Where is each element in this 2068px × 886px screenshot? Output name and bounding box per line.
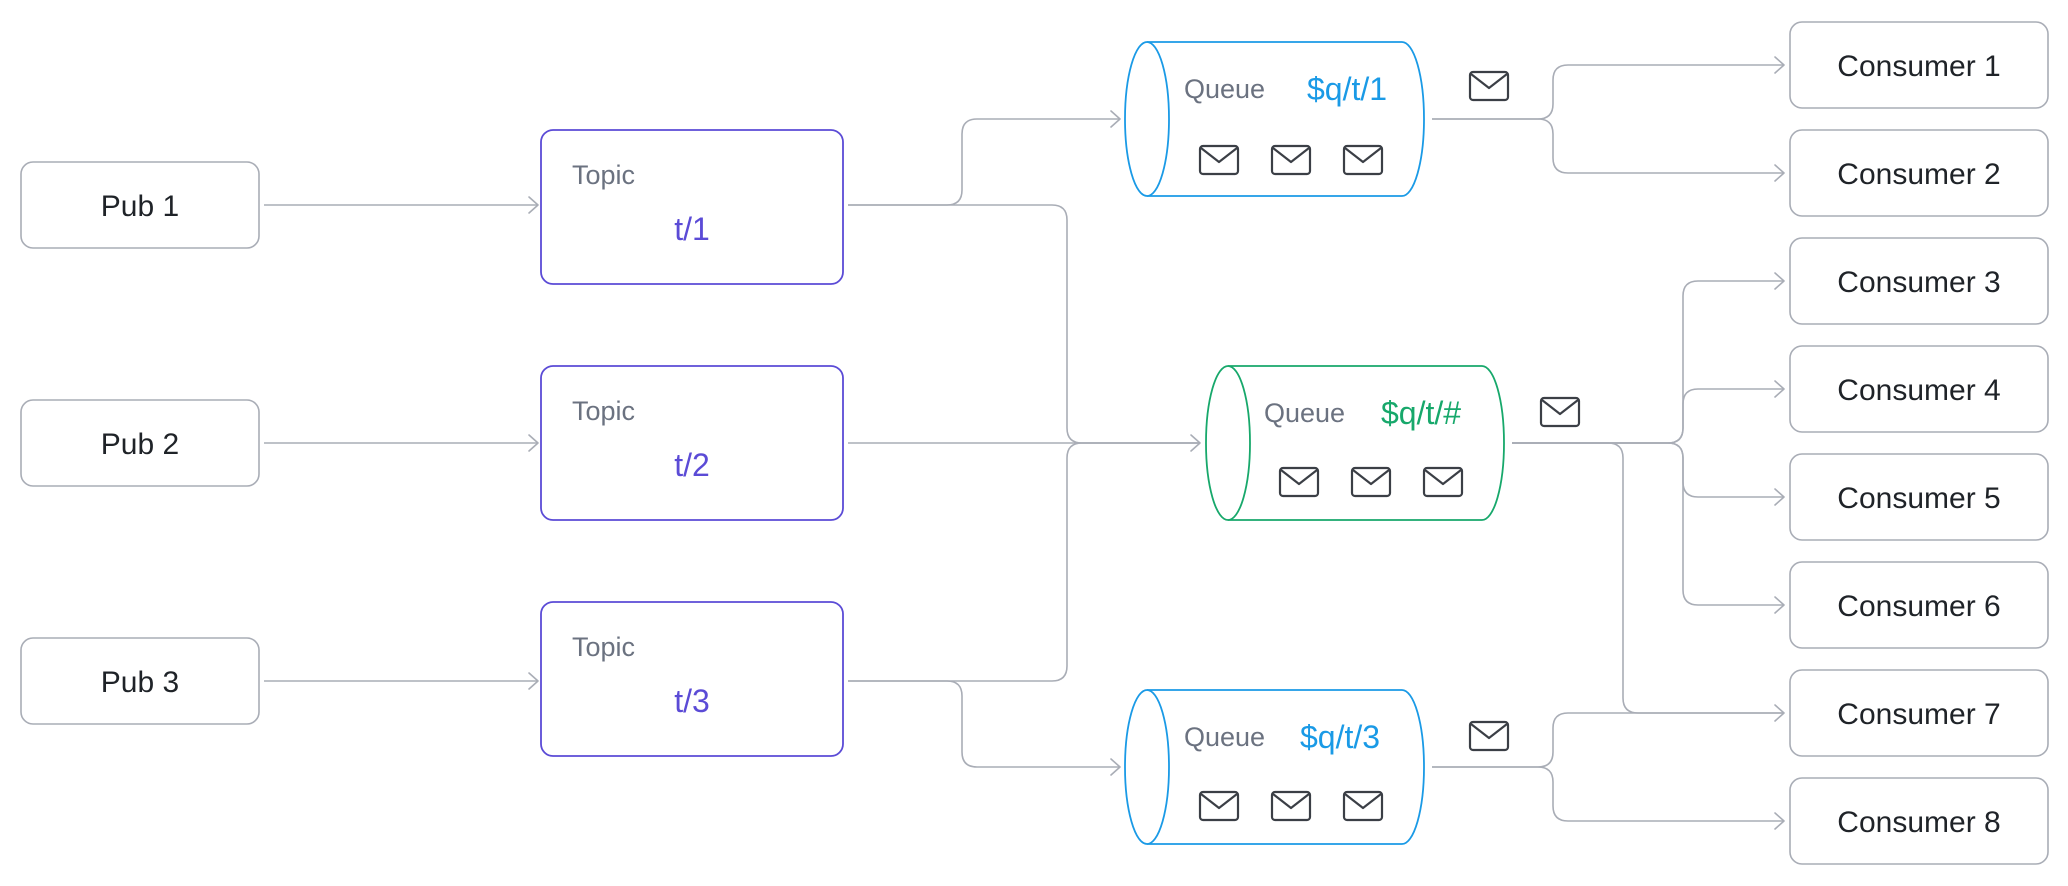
arrowhead-queue1 [1110, 110, 1121, 128]
consumer-label: Consumer 8 [1837, 806, 2000, 839]
envelope-icon [1342, 144, 1384, 176]
queue-cylinder-end [1205, 365, 1251, 521]
consumer-label: Consumer 4 [1837, 374, 2000, 407]
arrowhead-topic3 [528, 672, 539, 690]
connector-queue1-consumer2 [1432, 118, 1784, 174]
connector-queue3-consumer8 [1432, 766, 1784, 822]
consumer-8: Consumer 8 [1789, 777, 2049, 865]
envelope-icon [1198, 790, 1240, 822]
publisher-label: Pub 2 [101, 428, 179, 461]
envelope-icon [1198, 144, 1240, 176]
consumer-label: Consumer 3 [1837, 266, 2000, 299]
arrowhead-queue3 [1110, 758, 1121, 776]
consumer-1: Consumer 1 [1789, 21, 2049, 109]
envelope-icon [1350, 466, 1392, 498]
queue-name: $q/t/1 [1307, 71, 1387, 107]
publisher-pub1: Pub 1 [20, 161, 260, 249]
arrowhead-queue2 [1190, 434, 1201, 452]
envelope-icon [1422, 466, 1464, 498]
envelope-icon [1468, 720, 1510, 752]
topic-t2: Topic t/2 [540, 365, 844, 521]
connector-queue1-consumer1 [1432, 64, 1784, 120]
arrowhead-consumer4 [1774, 380, 1785, 398]
connector-queue2-consumer6 [1512, 442, 1784, 606]
topic-name: t/2 [674, 447, 710, 483]
envelope-icon [1270, 144, 1312, 176]
queue-label: Queue [1184, 74, 1265, 104]
connector-topic1-queue1 [848, 118, 1120, 206]
topic-label: Topic [572, 632, 635, 662]
publisher-label: Pub 3 [101, 666, 179, 699]
consumer-5: Consumer 5 [1789, 453, 2049, 541]
connector-topic3-queue3 [848, 680, 1120, 768]
queue-cylinder-end [1124, 41, 1170, 197]
arrowhead-consumer5 [1774, 488, 1785, 506]
arrowhead-consumer1 [1774, 56, 1785, 74]
queue-name: $q/t/# [1381, 395, 1461, 431]
consumer-label: Consumer 5 [1837, 482, 2000, 515]
consumer-label: Consumer 1 [1837, 50, 2000, 83]
topic-label: Topic [572, 160, 635, 190]
arrowheads [528, 56, 1785, 830]
consumer-7: Consumer 7 [1789, 669, 2049, 757]
publisher-pub3: Pub 3 [20, 637, 260, 725]
queue-label: Queue [1184, 722, 1265, 752]
connector-topic1-queue2 [848, 204, 1200, 444]
arrowhead-consumer2 [1774, 164, 1785, 182]
queue-name: $q/t/3 [1300, 719, 1380, 755]
arrowhead-consumer8 [1774, 812, 1785, 830]
queue-q-t-hash: Queue $q/t/# [1205, 365, 1505, 521]
connector-queue2-consumer4 [1512, 388, 1784, 444]
queue-cylinder-end [1124, 689, 1170, 845]
queue-q-t-1: Queue $q/t/1 [1124, 41, 1425, 197]
consumer-4: Consumer 4 [1789, 345, 2049, 433]
envelope-icon [1270, 790, 1312, 822]
arrowhead-consumer3 [1774, 272, 1785, 290]
publisher-label: Pub 1 [101, 190, 179, 223]
arrowhead-topic2 [528, 434, 539, 452]
queue-q-t-3: Queue $q/t/3 [1124, 689, 1425, 845]
consumer-label: Consumer 7 [1837, 698, 2000, 731]
queue-label: Queue [1264, 398, 1345, 428]
arrowhead-consumer7 [1774, 704, 1785, 722]
consumer-label: Consumer 2 [1837, 158, 2000, 191]
consumer-3: Consumer 3 [1789, 237, 2049, 325]
topic-name: t/1 [674, 211, 710, 247]
topic-t3: Topic t/3 [540, 601, 844, 757]
topic-label: Topic [572, 396, 635, 426]
connector-topic3-queue2 [848, 442, 1200, 682]
envelope-icon [1468, 70, 1510, 102]
topic-name: t/3 [674, 683, 710, 719]
consumer-label: Consumer 6 [1837, 590, 2000, 623]
connector-queue3-consumer7 [1432, 712, 1784, 768]
connectors [264, 64, 1784, 822]
arrowhead-consumer6 [1774, 596, 1785, 614]
envelope-icon [1342, 790, 1384, 822]
connector-queue2-consumer5 [1512, 442, 1784, 498]
envelope-icon [1539, 396, 1581, 428]
consumer-2: Consumer 2 [1789, 129, 2049, 217]
consumer-6: Consumer 6 [1789, 561, 2049, 649]
connector-queue2-consumer7 [1512, 442, 1784, 714]
publisher-pub2: Pub 2 [20, 399, 260, 487]
envelope-icon [1278, 466, 1320, 498]
arrowhead-topic1 [528, 196, 539, 214]
topic-t1: Topic t/1 [540, 129, 844, 285]
